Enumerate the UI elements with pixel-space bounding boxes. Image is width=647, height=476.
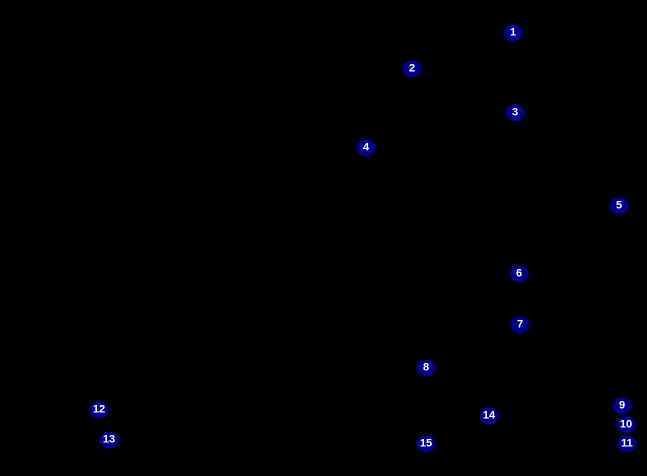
som-mark-2[interactable]: 2 [402,60,422,78]
som-mark-1[interactable]: 1 [503,24,523,42]
som-mark-13[interactable]: 13 [99,431,119,449]
som-mark-10[interactable]: 10 [616,416,636,434]
som-mark-15[interactable]: 15 [416,435,436,453]
som-mark-8[interactable]: 8 [416,359,436,377]
som-mark-3[interactable]: 3 [505,104,525,122]
som-mark-9[interactable]: 9 [612,397,632,415]
som-mark-14[interactable]: 14 [479,407,499,425]
som-mark-7[interactable]: 7 [510,316,530,334]
som-mark-4[interactable]: 4 [356,139,376,157]
som-mark-12[interactable]: 12 [89,401,109,419]
som-mark-5[interactable]: 5 [609,197,629,215]
som-mark-6[interactable]: 6 [509,265,529,283]
som-mark-11[interactable]: 11 [617,435,637,453]
